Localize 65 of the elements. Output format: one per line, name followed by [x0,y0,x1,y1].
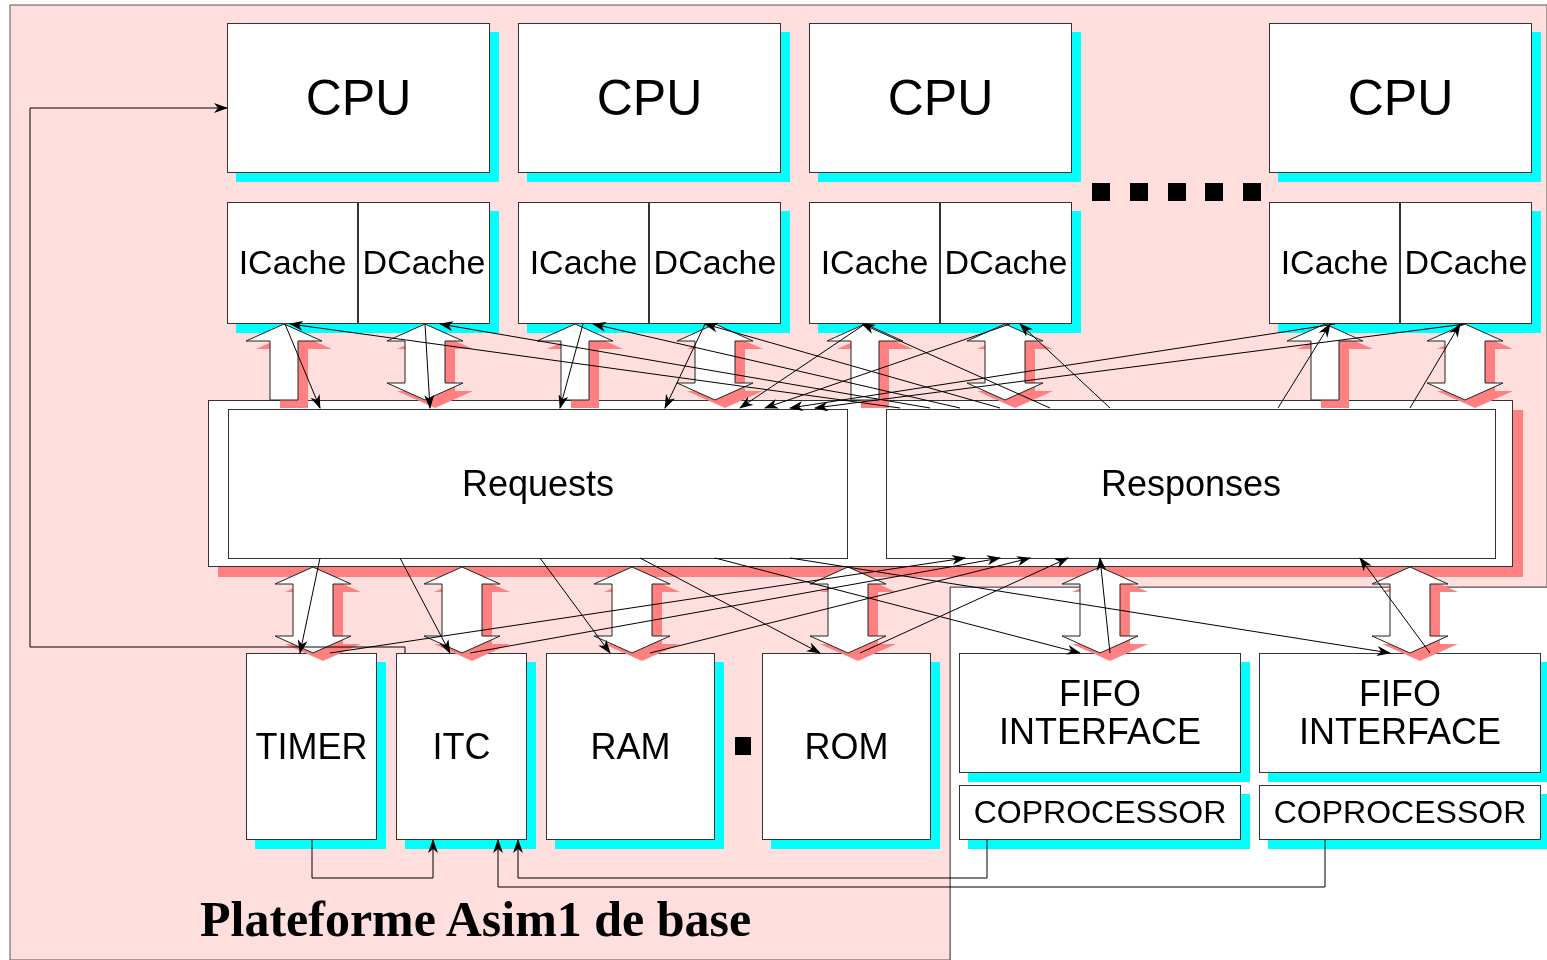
arrow [1019,323,1111,409]
arrow [539,557,611,654]
block-label: DCache [653,245,777,281]
arrow [513,839,988,879]
block-arrow [593,566,680,661]
block-label: ROM [804,727,889,766]
arrow [289,320,901,409]
block-label: Requests [461,465,615,503]
arrow [704,322,1001,409]
arrow [424,323,435,409]
queue-block [886,409,1496,559]
block-arrow [966,323,1053,408]
block-arrow [386,323,473,408]
block-label: CPU [887,71,994,125]
arrow [1409,323,1461,409]
block-label: DCache [944,245,1068,281]
block-label: CPU [596,71,703,125]
arrow [329,555,966,654]
block-label: DCache [362,245,486,281]
block-label: FIFO INTERFACE [998,675,1202,751]
block-label: ICache [1280,245,1389,281]
block-label: DCache [1404,245,1528,281]
platform-title: Plateforme Asim1 de base [200,893,752,946]
block-arrow [274,566,361,661]
arrow [664,323,706,409]
arrow [284,323,321,409]
arrow [592,322,961,409]
block-arrow [809,566,896,661]
block-arrow [1426,323,1513,408]
block-arrow [826,323,913,408]
arrow [29,103,406,654]
arrow [311,839,438,879]
arrow [469,555,1001,654]
block-label: ICache [529,245,638,281]
block-label: FIFO INTERFACE [1298,675,1502,751]
arrow [789,323,1336,411]
queue-block [228,409,848,559]
block-label: TIMER [255,727,368,766]
block-label: CPU [1347,71,1454,125]
arrow [861,323,1051,409]
arrow [1096,557,1111,654]
block-arrow [676,323,763,408]
block-arrow [423,566,510,661]
block-label: ICache [820,245,929,281]
block-label: COPROCESSOR [1273,795,1527,830]
block-arrow [245,323,332,408]
arrow [558,323,584,409]
block-arrow [1061,566,1148,661]
block-label: COPROCESSOR [973,795,1227,830]
block-label: Responses [1100,465,1282,503]
block-label: ITC [432,727,491,766]
block-label: RAM [590,727,671,766]
block-label: ICache [238,245,347,281]
block-arrow [1286,323,1373,408]
arrow [764,323,1011,409]
arrow [493,839,1326,888]
arrow [1277,323,1331,409]
arrow [439,321,931,409]
arrow [814,323,1466,412]
arrow [739,323,866,409]
block-arrow [536,323,623,408]
block-arrow [1371,566,1458,661]
arrow [789,557,1391,656]
block-label: CPU [305,71,412,125]
arrow [649,556,1031,654]
